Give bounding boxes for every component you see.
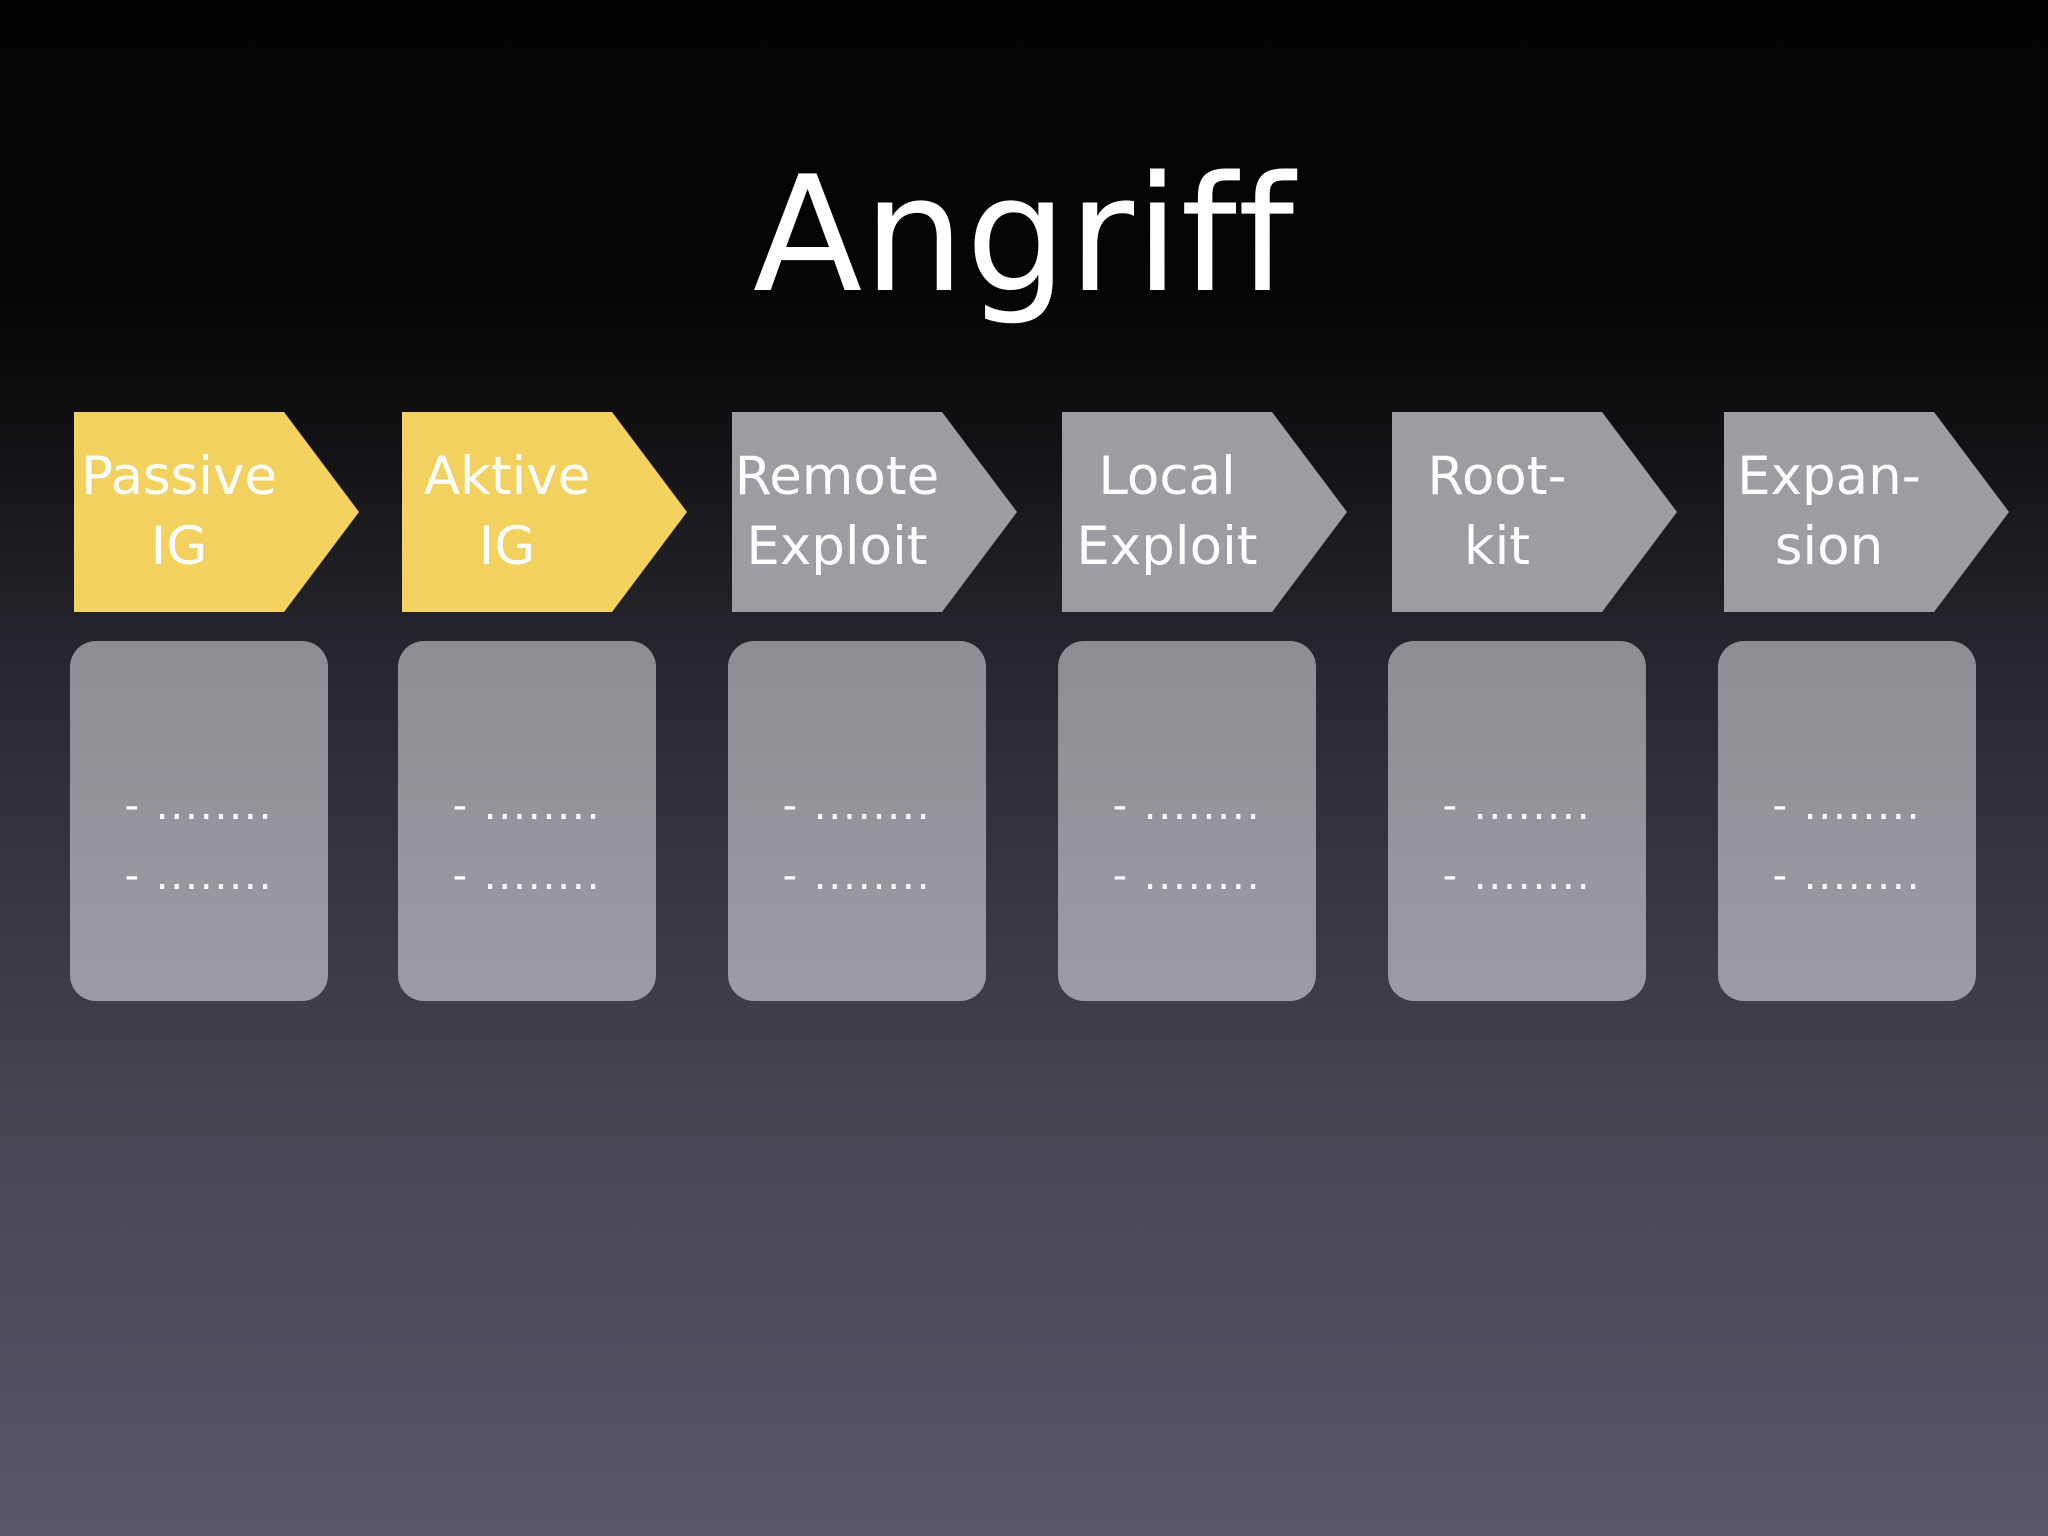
stage-remote-exploit: Remote Exploit: [732, 412, 1022, 612]
stage-detail-card: - ........ - ........: [1718, 641, 1976, 1001]
stage-label: Local Exploit: [1076, 446, 1258, 577]
stage-detail-card: - ........ - ........: [70, 641, 328, 1001]
card-line: - ........: [1112, 853, 1262, 899]
chevron-arrow-shape: [402, 412, 687, 612]
stage-expansion: Expan- sion: [1724, 412, 2014, 612]
card-line: - ........: [1442, 783, 1592, 829]
stage-detail-card: - ........ - ........: [728, 641, 986, 1001]
stage-passive-ig: Passive IG: [74, 412, 364, 612]
stage-arrow: [732, 412, 1022, 612]
stage-label: Aktive IG: [423, 446, 591, 577]
chevron-arrow-shape: [732, 412, 1017, 612]
card-line: - ........: [124, 783, 274, 829]
chevron-arrow-shape: [1724, 412, 2009, 612]
stage-detail-card: - ........ - ........: [398, 641, 656, 1001]
stage-detail-card: - ........ - ........: [1058, 641, 1316, 1001]
card-line: - ........: [1112, 783, 1262, 829]
stage-detail-card: - ........ - ........: [1388, 641, 1646, 1001]
card-line: - ........: [1772, 853, 1922, 899]
stage-aktive-ig: Aktive IG: [402, 412, 692, 612]
stage-label: Passive IG: [81, 446, 277, 577]
card-line: - ........: [782, 783, 932, 829]
card-line: - ........: [452, 783, 602, 829]
card-line: - ........: [782, 853, 932, 899]
stage-arrow: [1724, 412, 2014, 612]
stage-local-exploit: Local Exploit: [1062, 412, 1352, 612]
chevron-arrow-shape: [1392, 412, 1677, 612]
chevron-arrow-shape: [74, 412, 359, 612]
stage-label: Expan- sion: [1737, 446, 1921, 577]
chevron-arrow-shape: [1062, 412, 1347, 612]
slide-title: Angriff: [752, 141, 1296, 328]
stage-label: Remote Exploit: [734, 446, 940, 577]
stage-arrow: [402, 412, 692, 612]
card-line: - ........: [1772, 783, 1922, 829]
stage-rootkit: Root- kit: [1392, 412, 1682, 612]
stage-arrow: [1392, 412, 1682, 612]
card-line: - ........: [124, 853, 274, 899]
stage-label: Root- kit: [1427, 446, 1567, 577]
card-line: - ........: [452, 853, 602, 899]
stage-arrow: [1062, 412, 1352, 612]
stage-arrow: [74, 412, 364, 612]
card-line: - ........: [1442, 853, 1592, 899]
